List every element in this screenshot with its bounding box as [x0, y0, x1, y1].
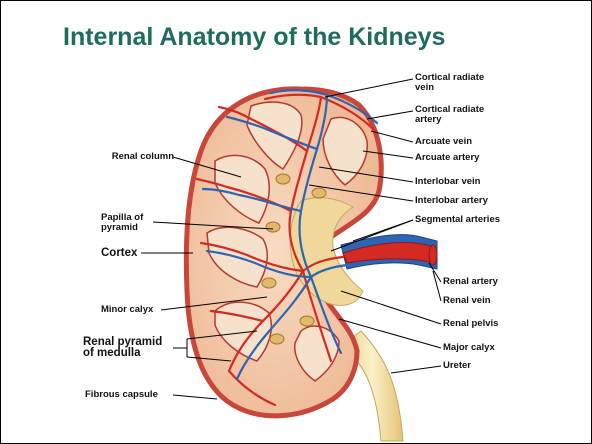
- label-cortical-radiate-artery-line2: artery: [415, 115, 441, 125]
- label-renal-pyramid-line2: of medulla: [83, 347, 141, 359]
- label-cortex: Cortex: [101, 247, 137, 259]
- label-arcuate-artery: Arcuate artery: [415, 153, 479, 163]
- label-interlobar-vein: Interlobar vein: [415, 177, 480, 187]
- label-major-calyx: Major calyx: [443, 343, 495, 353]
- label-renal-vein: Renal vein: [443, 296, 491, 306]
- label-cortical-radiate-vein-line2: vein: [415, 83, 434, 93]
- label-ureter: Ureter: [443, 361, 471, 371]
- label-papilla-line2: pyramid: [101, 223, 138, 233]
- label-renal-artery: Renal artery: [443, 277, 498, 287]
- label-renal-column: Renal column: [79, 152, 174, 162]
- label-fibrous-capsule: Fibrous capsule: [85, 390, 158, 400]
- label-renal-pelvis: Renal pelvis: [443, 319, 498, 329]
- label-minor-calyx: Minor calyx: [101, 305, 153, 315]
- label-interlobar-artery: Interlobar artery: [415, 196, 488, 206]
- label-segmental-arteries: Segmental arteries: [415, 215, 500, 225]
- renal-artery-end: [429, 245, 437, 265]
- label-arcuate-vein: Arcuate vein: [415, 137, 472, 147]
